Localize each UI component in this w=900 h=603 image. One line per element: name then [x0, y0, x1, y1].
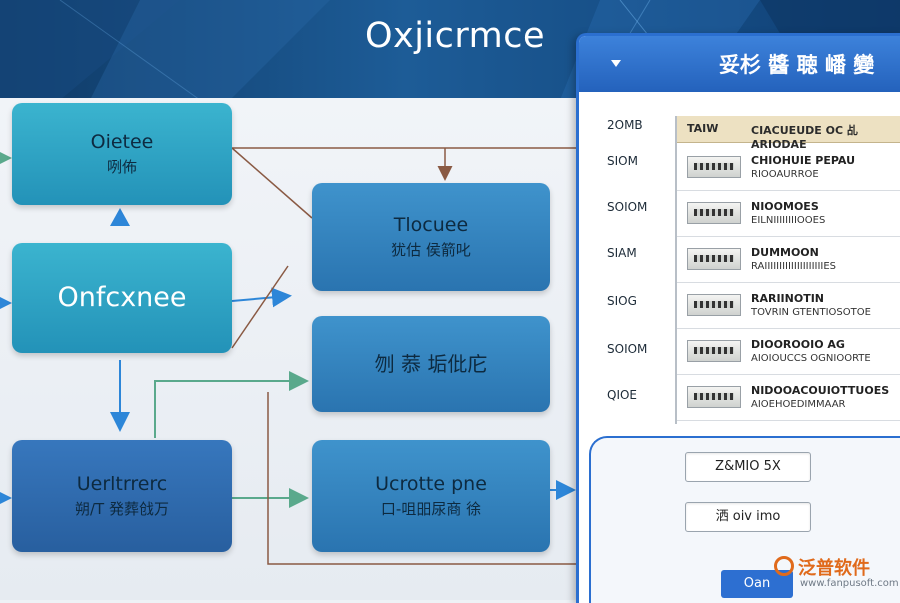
box-label: 刎 菾 垢仳庀	[374, 352, 488, 376]
flow-box-uerltrrerc[interactable]: Uerltrrerc 朔/T 発葬戗万	[12, 440, 232, 552]
line-oietee-diagonal	[231, 147, 313, 219]
row-label: SOIOM	[607, 342, 648, 356]
column-header: CIACUEUDE OC 乩 ARIODAE	[751, 124, 858, 151]
box-label: Uerltrrerc	[76, 472, 168, 495]
box-sublabel: 口-咀昍尿商 徐	[380, 499, 482, 518]
box-sublabel: 咧佈	[106, 157, 137, 176]
thumbnail	[687, 248, 741, 270]
panel-header: 妥杉 醬 聴 嶓 變	[579, 36, 900, 92]
table-row[interactable]: NIOOMOES EILNIIIIIIIIOOES	[677, 190, 900, 237]
dropdown-icon[interactable]	[611, 60, 621, 67]
thumbnail	[687, 386, 741, 408]
panel-title: 妥杉 醬 聴 嶓 變	[719, 53, 875, 77]
record-table: TAIW CIACUEUDE OC 乩 ARIODAE CHIOHUIE PEP…	[675, 116, 900, 424]
arrow-onf-to-tlocuee	[231, 287, 292, 308]
row-detail: AIOIOUCCS OGNIOORTE	[751, 353, 871, 364]
flow-box-onfcxnee[interactable]: Onfcxnee	[12, 243, 232, 353]
row-title: NIOOMOES	[751, 200, 819, 213]
arrow-up-1	[110, 208, 130, 226]
row-title: RARIINOTIN	[751, 292, 824, 305]
page-title: Oxjicrmce	[364, 16, 546, 56]
row-label: SIOG	[607, 294, 637, 308]
detail-panel: 妥杉 醬 聴 嶓 變 2OMB SIOM SOIOM SIAM SIOG SOI…	[576, 33, 900, 603]
flow-box-ucrotte[interactable]: Ucrotte pne 口-咀昍尿商 徐	[312, 440, 550, 552]
row-label: 2OMB	[607, 118, 643, 132]
flow-box-tlocuee[interactable]: Tlocuee 犹估 侯箭叱	[312, 183, 550, 291]
form-field-2[interactable]: 洒 oiv imo	[685, 502, 811, 532]
box-label: Oietee	[90, 130, 154, 153]
line-diagonal-2	[231, 265, 289, 349]
table-row[interactable]: RARIINOTIN TOVRIN GTENTIOSOTOE	[677, 282, 900, 329]
banner-pattern	[0, 0, 900, 100]
row-label: SIAM	[607, 246, 637, 260]
flow-box-process[interactable]: 刎 菾 垢仳庀	[312, 316, 550, 412]
brand-watermark: 泛普软件 www.fanpusoft.com	[770, 552, 899, 598]
row-detail: TOVRIN GTENTIOSOTOE	[751, 307, 871, 318]
thumbnail	[687, 340, 741, 362]
row-title: DUMMOON	[751, 246, 819, 259]
row-detail: EILNIIIIIIIIOOES	[751, 215, 826, 226]
row-detail: AIOEHOEDIMMAAR	[751, 399, 846, 410]
line-brown-bottom	[267, 392, 578, 565]
flow-diagram: Oietee 咧佈 Onfcxnee Uerltrrerc 朔/T 発葬戗万 T…	[0, 98, 578, 600]
flow-box-oietee[interactable]: Oietee 咧佈	[12, 103, 232, 205]
row-label: QIOE	[607, 388, 638, 402]
brand-url: www.fanpusoft.com	[800, 578, 899, 589]
row-title: NIDOOACOUIOTTUOES	[751, 384, 890, 397]
arrow-green-to-box5	[154, 371, 309, 438]
form-field-1[interactable]: Z&MIO 5X	[685, 452, 811, 482]
row-label: SIOM	[607, 154, 638, 168]
thumbnail	[687, 294, 741, 316]
table-header: TAIW CIACUEUDE OC 乩 ARIODAE	[677, 116, 900, 151]
brand-name: 泛普软件	[798, 558, 870, 579]
flow-connectors	[0, 147, 578, 565]
table-row[interactable]: CHIOHUIE PEPAU RIOOAURROE	[677, 144, 900, 191]
box-label: Tlocuee	[393, 213, 469, 236]
thumbnail	[687, 156, 741, 178]
row-title: CHIOHUIE PEPAU	[751, 154, 856, 167]
box-label: Onfcxnee	[57, 281, 187, 313]
row-label: SOIOM	[607, 200, 648, 214]
table-row[interactable]: DUMMOON RAIIIIIIIIIIIIIIIIIIIIES	[677, 236, 900, 283]
row-detail: RIOOAURROE	[751, 169, 819, 180]
box-sublabel: 犹估 侯箭叱	[391, 240, 471, 259]
table-row[interactable]: DIOOROOIO AG AIOIOUCCS OGNIOORTE	[677, 328, 900, 375]
row-title: DIOOROOIO AG	[751, 338, 845, 351]
brand-logo-icon	[774, 556, 794, 576]
column-header: TAIW	[687, 122, 719, 135]
box-label: Ucrotte pne	[375, 472, 487, 495]
box-sublabel: 朔/T 発葬戗万	[75, 499, 169, 518]
row-detail: RAIIIIIIIIIIIIIIIIIIIIES	[751, 261, 837, 272]
table-row[interactable]: NIDOOACOUIOTTUOES AIOEHOEDIMMAAR	[677, 374, 900, 421]
thumbnail	[687, 202, 741, 224]
